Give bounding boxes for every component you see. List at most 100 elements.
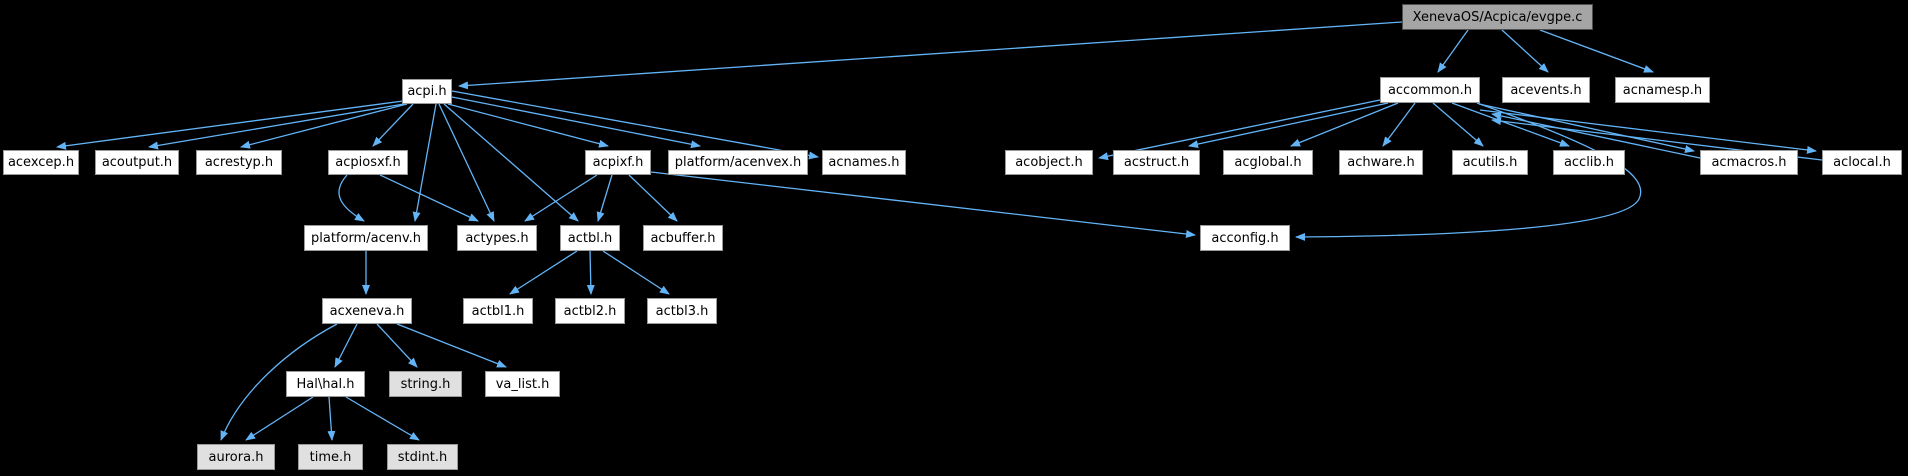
node-label: accommon.h — [1387, 82, 1473, 98]
edge-evgpe-accommon — [1437, 29, 1469, 73]
node-label: achware.h — [1347, 155, 1415, 170]
node-label: acbuffer.h — [650, 230, 716, 246]
node-acoutput[interactable]: acoutput.h — [95, 150, 179, 175]
node-achware[interactable]: achware.h — [1339, 150, 1423, 175]
node-label: acglobal.h — [1234, 155, 1302, 170]
edge-actbl-actbl3 — [602, 250, 670, 295]
node-label: acstruct.h — [1123, 155, 1190, 170]
edge-acxeneva-halhal — [334, 323, 358, 368]
edge-acxeneva-aurora — [220, 323, 338, 441]
node-acevents[interactable]: acevents.h — [1502, 77, 1590, 103]
node-actbl3[interactable]: actbl3.h — [647, 298, 717, 324]
edge-acpi-acexcep — [56, 100, 404, 150]
edge-acpiosxf-acenv — [338, 174, 365, 222]
node-time: time.h — [298, 444, 363, 470]
node-label: actbl1.h — [471, 303, 525, 319]
node-acnames[interactable]: acnames.h — [822, 150, 906, 175]
node-label: acmacros.h — [1711, 155, 1787, 170]
node-acconfig[interactable]: acconfig.h — [1200, 225, 1290, 251]
node-label: va_list.h — [495, 376, 550, 392]
edge-accommon-acutils — [1432, 102, 1484, 147]
node-acclib[interactable]: acclib.h — [1553, 150, 1625, 175]
edge-actbl-actbl1 — [509, 250, 578, 295]
edge-acpi-acenvex — [451, 96, 701, 149]
node-actbl2[interactable]: actbl2.h — [555, 298, 625, 324]
edge-accommon-acclib — [1451, 102, 1570, 147]
edge-acpixf-actypes — [524, 174, 598, 222]
node-acpi[interactable]: acpi.h — [402, 79, 452, 104]
edge-evgpe-acevents — [1501, 29, 1549, 73]
edge-acmacros-accommon — [1491, 111, 1701, 159]
node-acglobal[interactable]: acglobal.h — [1223, 150, 1313, 175]
edge-acpi-acpixf — [447, 103, 609, 148]
edge-acxeneva-valist — [396, 323, 507, 368]
edge-acpi-actypes — [438, 103, 495, 222]
node-label: acpiosxf.h — [335, 155, 401, 170]
edge-acpi-acoutput — [148, 103, 405, 150]
node-acmacros[interactable]: acmacros.h — [1700, 150, 1798, 175]
node-acenvex[interactable]: platform/acenvex.h — [668, 150, 808, 175]
edge-evgpe-acpi — [458, 21, 1403, 90]
node-label: acnamesp.h — [1622, 82, 1703, 98]
node-acenv[interactable]: platform/acenv.h — [304, 225, 428, 251]
node-acbuffer[interactable]: acbuffer.h — [643, 225, 723, 251]
node-acexcep[interactable]: acexcep.h — [3, 150, 79, 175]
edge-accommon-aclocal — [1479, 109, 1817, 154]
edge-acpiosxf-actypes — [379, 174, 479, 222]
node-aclocal[interactable]: aclocal.h — [1822, 150, 1902, 175]
node-label: acpi.h — [407, 84, 447, 99]
edge-acpi-acnames — [451, 90, 819, 160]
node-label: acrestyp.h — [204, 155, 274, 170]
node-halhal[interactable]: Hal\hal.h — [286, 371, 365, 397]
node-label: acxeneva.h — [329, 303, 405, 319]
edge-accommon-acstruct — [1188, 102, 1389, 149]
edge-accommon-acconfig — [1295, 102, 1642, 241]
node-evgpe: XenevaOS/Acpica/evgpe.c — [1402, 4, 1593, 30]
node-actbl1[interactable]: actbl1.h — [463, 298, 533, 324]
node-label: acobject.h — [1015, 155, 1083, 170]
edge-halhal-aurora — [245, 396, 314, 441]
node-actypes[interactable]: actypes.h — [457, 225, 537, 251]
edge-acxeneva-string — [376, 323, 418, 368]
edge-actbl-actbl2 — [586, 250, 595, 295]
node-acutils[interactable]: acutils.h — [1452, 150, 1528, 175]
node-acnamesp[interactable]: acnamesp.h — [1615, 77, 1710, 103]
node-label: acexcep.h — [7, 155, 75, 170]
node-valist[interactable]: va_list.h — [485, 371, 560, 397]
node-label: acconfig.h — [1211, 230, 1279, 246]
node-label: actbl2.h — [563, 303, 617, 319]
node-aurora: aurora.h — [197, 444, 275, 470]
node-acobject[interactable]: acobject.h — [1005, 150, 1093, 175]
node-label: actypes.h — [465, 230, 529, 246]
node-acpixf[interactable]: acpixf.h — [585, 150, 651, 175]
node-label: acoutput.h — [101, 155, 173, 170]
node-label: actbl3.h — [655, 303, 709, 319]
node-acrestyp[interactable]: acrestyp.h — [196, 150, 282, 175]
node-label: acutils.h — [1462, 155, 1518, 170]
node-acstruct[interactable]: acstruct.h — [1113, 150, 1200, 175]
node-accommon[interactable]: accommon.h — [1380, 77, 1480, 103]
node-actbl[interactable]: actbl.h — [560, 225, 620, 251]
edge-accommon-achware — [1382, 102, 1416, 147]
edge-acpi-actbl — [443, 103, 579, 222]
edge-acpi-acenv — [412, 103, 437, 222]
node-label: string.h — [400, 376, 451, 392]
edge-accommon-acobject — [1098, 99, 1381, 161]
edge-acpixf-acbuffer — [628, 174, 678, 222]
node-label: actbl.h — [567, 230, 613, 246]
edge-evgpe-acnamesp — [1539, 29, 1654, 73]
node-label: acpixf.h — [592, 155, 644, 170]
node-acxeneva[interactable]: acxeneva.h — [322, 298, 412, 324]
edge-accommon-acglobal — [1290, 102, 1399, 147]
node-string: string.h — [389, 371, 462, 397]
node-label: stdint.h — [397, 449, 448, 465]
edge-acpixf-acconfig — [650, 171, 1196, 238]
node-label: XenevaOS/Acpica/evgpe.c — [1412, 9, 1583, 25]
edge-halhal-time — [327, 396, 336, 441]
node-label: Hal\hal.h — [296, 376, 355, 392]
node-label: aclocal.h — [1833, 155, 1891, 170]
node-label: aurora.h — [208, 449, 264, 465]
edge-accommon-acmacros — [1478, 103, 1695, 153]
node-acpiosxf[interactable]: acpiosxf.h — [328, 150, 408, 175]
